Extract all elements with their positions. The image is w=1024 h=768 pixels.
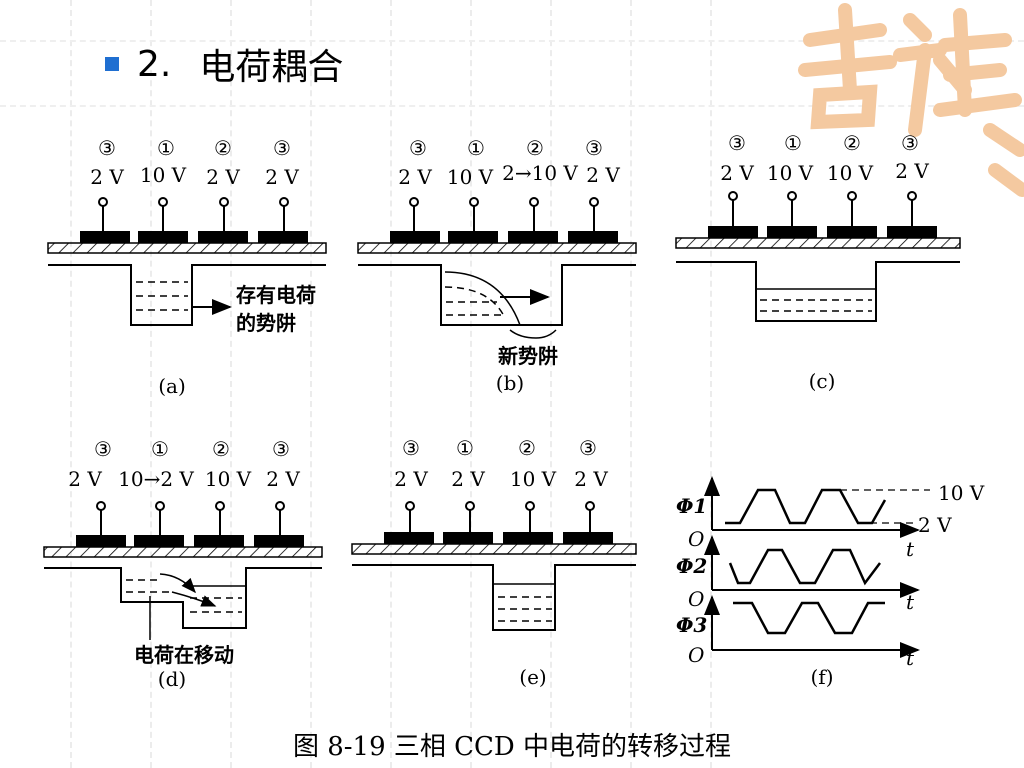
phase-label: ③ bbox=[273, 136, 291, 160]
panel-label: (b) bbox=[496, 371, 524, 395]
phase-label: ① bbox=[467, 136, 485, 160]
phase-label: ③ bbox=[402, 436, 420, 460]
panel-f-labels: Φ1 Φ2 Φ3 O O O t t t 10 V 2 V (f) bbox=[676, 481, 985, 689]
voltage-label: 10 V bbox=[510, 467, 557, 491]
panel-label: (e) bbox=[519, 665, 546, 689]
phi3-label: Φ3 bbox=[676, 613, 707, 637]
guide-line bbox=[630, 0, 632, 768]
bullet-icon bbox=[105, 57, 119, 71]
phase-label: ② bbox=[526, 136, 544, 160]
guide-line bbox=[550, 0, 552, 768]
note-label: 电荷在移动 bbox=[134, 643, 234, 667]
phi2-waveform bbox=[728, 548, 881, 586]
panel-d: ③ ① ② ③ 2 V 10→2 V 10 V 2 V 电荷在移动 (d bbox=[43, 437, 323, 691]
guide-line bbox=[390, 0, 392, 768]
slide-title: 2. 电荷耦合 bbox=[105, 38, 343, 90]
panel-f-waveforms bbox=[704, 476, 930, 658]
electrode bbox=[80, 231, 308, 243]
phase-label: ② bbox=[212, 437, 230, 461]
phi1-label: Φ1 bbox=[676, 494, 707, 518]
voltage-label: 10 V bbox=[140, 163, 187, 187]
voltage-label: 10 V bbox=[827, 161, 874, 185]
panel-b: ③ ① ② ③ 2 V 10 V 2→10 V 2 V 新势阱 (b) bbox=[357, 136, 637, 395]
voltage-label: 2 V bbox=[266, 467, 300, 491]
note-label: 的势阱 bbox=[236, 311, 296, 335]
voltage-label: 10→2 V bbox=[118, 467, 194, 491]
voltage-label: 2 V bbox=[720, 161, 754, 185]
title-text: 电荷耦合 bbox=[199, 47, 344, 88]
voltage-label: 2→10 V bbox=[502, 161, 578, 185]
phi1-waveform bbox=[725, 488, 887, 525]
voltage-label: 2 V bbox=[398, 165, 432, 189]
guide-line bbox=[310, 0, 312, 768]
figure-caption: 图 8-19 三相 CCD 中电荷的转移过程 bbox=[292, 732, 732, 762]
phase-label: ③ bbox=[901, 131, 919, 155]
logo-watermark bbox=[798, 3, 1024, 197]
phase-label: ③ bbox=[94, 437, 112, 461]
voltage-label: 2 V bbox=[586, 163, 620, 187]
phase-label: ① bbox=[456, 436, 474, 460]
voltage-label: 2 V bbox=[394, 467, 428, 491]
voltage-label: 2 V bbox=[265, 165, 299, 189]
phase-label: ① bbox=[784, 131, 802, 155]
panel-label: (a) bbox=[158, 374, 186, 398]
guide-line bbox=[0, 40, 1024, 42]
guide-line bbox=[230, 0, 232, 768]
phase-label: ③ bbox=[585, 136, 603, 160]
phi2-label: Φ2 bbox=[676, 554, 707, 578]
phase-label: ② bbox=[518, 436, 536, 460]
phi3-waveform bbox=[733, 601, 885, 635]
panel-e: ③ ① ② ③ 2 V 2 V 10 V 2 V (e) bbox=[351, 436, 637, 689]
phase-label: ③ bbox=[98, 136, 116, 160]
voltage-label: 10 V bbox=[767, 161, 814, 185]
voltage-label: 2 V bbox=[206, 165, 240, 189]
guide-line bbox=[470, 0, 472, 768]
voltage-label: 10 V bbox=[447, 165, 494, 189]
guide-line bbox=[150, 0, 152, 768]
panel-label: (f) bbox=[810, 665, 833, 689]
note-label: 新势阱 bbox=[498, 344, 558, 368]
phase-label: ③ bbox=[579, 436, 597, 460]
guide-line bbox=[0, 105, 1024, 107]
panel-label: (c) bbox=[809, 369, 836, 393]
panel-c: ③ ① ② ③ 2 V 10 V 10 V 2 V (c) bbox=[675, 131, 961, 393]
time-axis-label: t bbox=[906, 646, 915, 670]
voltage-label: 2 V bbox=[68, 467, 102, 491]
panel-a: ③ ① ② ③ 2 V 10 V 2 V 2 V 存有电荷 的势阱 (a) bbox=[47, 136, 327, 398]
panel-label: (d) bbox=[158, 667, 186, 691]
origin-label: O bbox=[688, 643, 704, 667]
phase-label: ② bbox=[843, 131, 861, 155]
voltage-label: 2 V bbox=[574, 467, 608, 491]
guide-line bbox=[710, 0, 712, 768]
origin-label: O bbox=[688, 587, 704, 611]
time-axis-label: t bbox=[906, 537, 915, 561]
voltage-label: 2 V bbox=[451, 467, 485, 491]
phase-label: ① bbox=[151, 437, 169, 461]
phase-label: ③ bbox=[728, 131, 746, 155]
voltage-label: 2 V bbox=[895, 159, 929, 183]
note-label: 存有电荷 bbox=[236, 283, 316, 307]
phase-label: ③ bbox=[272, 437, 290, 461]
phase-label: ② bbox=[214, 136, 232, 160]
voltage-label: 10 V bbox=[205, 467, 252, 491]
guide-line bbox=[70, 0, 72, 768]
phase-label: ③ bbox=[409, 136, 427, 160]
level-label: 2 V bbox=[918, 513, 952, 537]
phase-label: ① bbox=[157, 136, 175, 160]
origin-label: O bbox=[688, 527, 704, 551]
voltage-label: 2 V bbox=[90, 165, 124, 189]
title-number: 2. bbox=[137, 43, 172, 85]
time-axis-label: t bbox=[906, 590, 915, 614]
level-label: 10 V bbox=[938, 481, 985, 505]
